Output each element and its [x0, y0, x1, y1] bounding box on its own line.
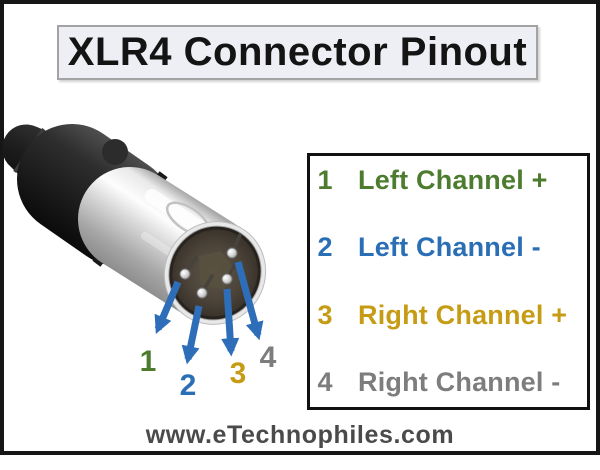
barrel-highlight-2	[141, 232, 204, 276]
collar-front-ring	[92, 171, 168, 267]
legend-pin-label-3: Right Channel +	[358, 299, 568, 330]
pin-stems	[184, 233, 242, 293]
connector-face	[169, 226, 261, 320]
face-inner-shadow	[168, 225, 262, 321]
pin-1	[179, 268, 191, 280]
legend-row-4: 4 Right Channel -	[310, 366, 587, 400]
connector-barrel	[78, 167, 258, 319]
legend-pin-label-1: Left Channel +	[358, 164, 548, 195]
title-box: XLR4 Connector Pinout	[57, 25, 538, 80]
legend-pin-number-2: 2	[317, 232, 333, 263]
legend-pin-label-2: Left Channel -	[358, 232, 541, 263]
arrow-to-pin-2	[181, 305, 203, 365]
pin-number-marker-1: 1	[139, 345, 157, 378]
connector-boot	[2, 124, 106, 220]
barrel-highlight	[145, 189, 217, 241]
website-footer: www.eTechnophiles.com	[145, 421, 455, 449]
pinout-legend: 1 Left Channel + 2 Left Channel - 3 Righ…	[307, 153, 590, 410]
legend-pin-label-4: Right Channel -	[358, 367, 561, 398]
legend-pin-number-1: 1	[317, 164, 333, 195]
pin-number-marker-2: 2	[179, 369, 197, 402]
pin-3	[221, 273, 233, 285]
connector-collar	[17, 124, 173, 266]
pin-arrows	[154, 261, 264, 365]
pin-4	[226, 247, 238, 259]
arrow-to-pin-1	[154, 280, 182, 335]
arrow-to-pin-3	[221, 288, 240, 357]
pin-2	[196, 287, 208, 299]
arrow-to-pin-4	[234, 261, 264, 341]
diagram-frame: XLR4 Connector Pinout	[0, 0, 600, 455]
collar-latch	[102, 139, 128, 165]
barrel-embossed-oval	[165, 201, 211, 237]
pin-number-marker-3: 3	[229, 357, 247, 390]
pin-number-marker-4: 4	[259, 341, 277, 374]
boot-ribs	[13, 128, 95, 211]
page-title: XLR4 Connector Pinout	[67, 30, 528, 74]
legend-row-1: 1 Left Channel +	[310, 163, 587, 197]
connector-body	[2, 124, 267, 325]
legend-row-3: 3 Right Channel +	[310, 298, 587, 332]
face-rim	[163, 221, 267, 325]
face-insert	[199, 251, 235, 289]
legend-pin-number-4: 4	[317, 367, 333, 398]
legend-row-2: 2 Left Channel -	[310, 231, 587, 265]
legend-pin-number-3: 3	[317, 299, 333, 330]
pin-heads	[179, 247, 238, 299]
